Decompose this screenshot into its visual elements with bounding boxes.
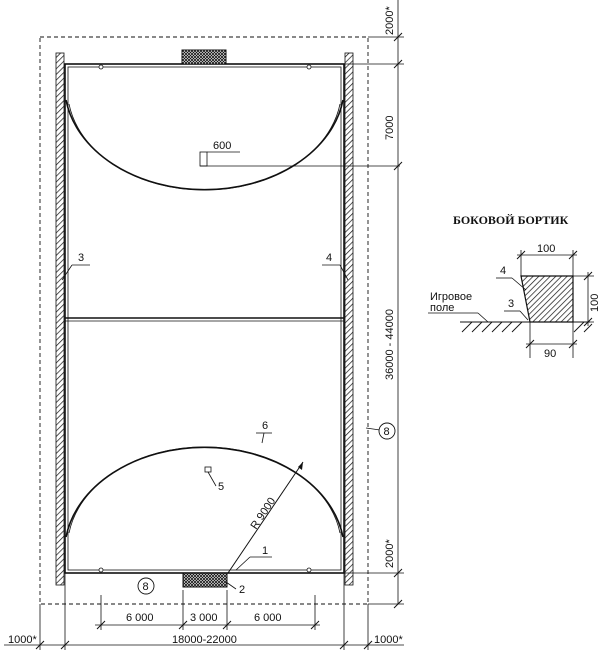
callout-3-label: 3	[78, 252, 84, 264]
callout-6-leader	[261, 432, 265, 444]
detail-field-label-line2: поле	[430, 302, 454, 314]
dim-goal-area-label: 7000	[384, 116, 396, 140]
detail-ground-hatch	[461, 321, 593, 333]
bottom-goal-area-arc	[65, 446, 344, 538]
dim-top-margin-label: 2000*	[384, 6, 396, 35]
callout-2-leader	[225, 581, 237, 590]
top-goal	[181, 49, 227, 65]
detail-dim-bottom-ticks	[525, 339, 578, 349]
radius-arrow	[298, 462, 303, 470]
top-penalty-mark	[199, 151, 208, 167]
line-marker	[306, 567, 312, 573]
outer-boundary	[39, 36, 369, 605]
detail-dim-top-label: 100	[537, 243, 555, 255]
right-side-board	[344, 52, 354, 586]
dim-field-length-label: 36000 - 44000	[384, 309, 396, 380]
detail-callout-3-leader	[519, 310, 529, 321]
callout-2-label: 2	[239, 584, 245, 596]
line-marker	[98, 64, 104, 70]
dim-seg-mid-label: 3 000	[190, 612, 218, 624]
dim-seg-left-label: 6 000	[126, 612, 154, 624]
callout-1-label: 1	[262, 545, 268, 557]
callout-4-label: 4	[326, 252, 332, 264]
detail-dim-right-ticks	[583, 271, 593, 327]
detail-field-label-line1: Игровое	[430, 291, 472, 303]
line-marker	[98, 567, 104, 573]
dim-right-margin-label: 1000*	[374, 634, 403, 646]
detail-dim-right-label: 100	[589, 294, 601, 312]
detail-dim-top-ticks	[516, 250, 578, 260]
detail-callout-4-leader	[511, 277, 527, 291]
dim-ticks-right	[393, 32, 403, 609]
dim-600-label: 600	[213, 140, 231, 152]
detail-board-profile	[520, 275, 574, 323]
detail-dim-bottom-label: 90	[544, 348, 556, 360]
callout-5-label: 5	[218, 481, 224, 493]
radius-label: R 9000	[249, 496, 279, 532]
dim-ticks-bottom-seg	[96, 620, 320, 630]
callout-1-leader	[235, 556, 251, 571]
bottom-penalty-mark	[204, 466, 212, 473]
callout-3-leader	[61, 264, 73, 281]
dim-bottom-margin-label: 2000*	[384, 539, 396, 568]
dim-left-margin-label: 1000*	[8, 634, 37, 646]
dim-ticks-bottom-width	[35, 640, 373, 650]
callout-8-right-leader	[365, 427, 381, 431]
dim-seg-right-label: 6 000	[254, 612, 282, 624]
top-goal-area-arc-inner	[68, 103, 341, 191]
detail-field-label-leader	[477, 312, 489, 323]
callout-8-bottom-label: 8	[143, 581, 149, 593]
dim-field-width-label: 18000-22000	[172, 634, 237, 646]
detail-callout-4-label: 4	[500, 265, 506, 277]
left-side-board	[55, 52, 65, 586]
detail-title: БОКОВОЙ БОРТИК	[453, 213, 569, 227]
top-goal-area-arc	[65, 99, 344, 191]
callout-6-label: 6	[262, 420, 268, 432]
detail-callout-3-label: 3	[508, 298, 514, 310]
callout-5-leader	[207, 471, 217, 487]
callout-8-right-label: 8	[384, 426, 390, 438]
callout-8-right-circle	[378, 422, 396, 440]
radius-line	[227, 461, 304, 574]
bottom-goal-area-arc-inner	[68, 446, 341, 534]
callout-4-leader	[339, 264, 349, 281]
callout-8-bottom-circle	[137, 577, 155, 595]
line-marker	[306, 64, 312, 70]
bottom-goal	[182, 572, 228, 588]
